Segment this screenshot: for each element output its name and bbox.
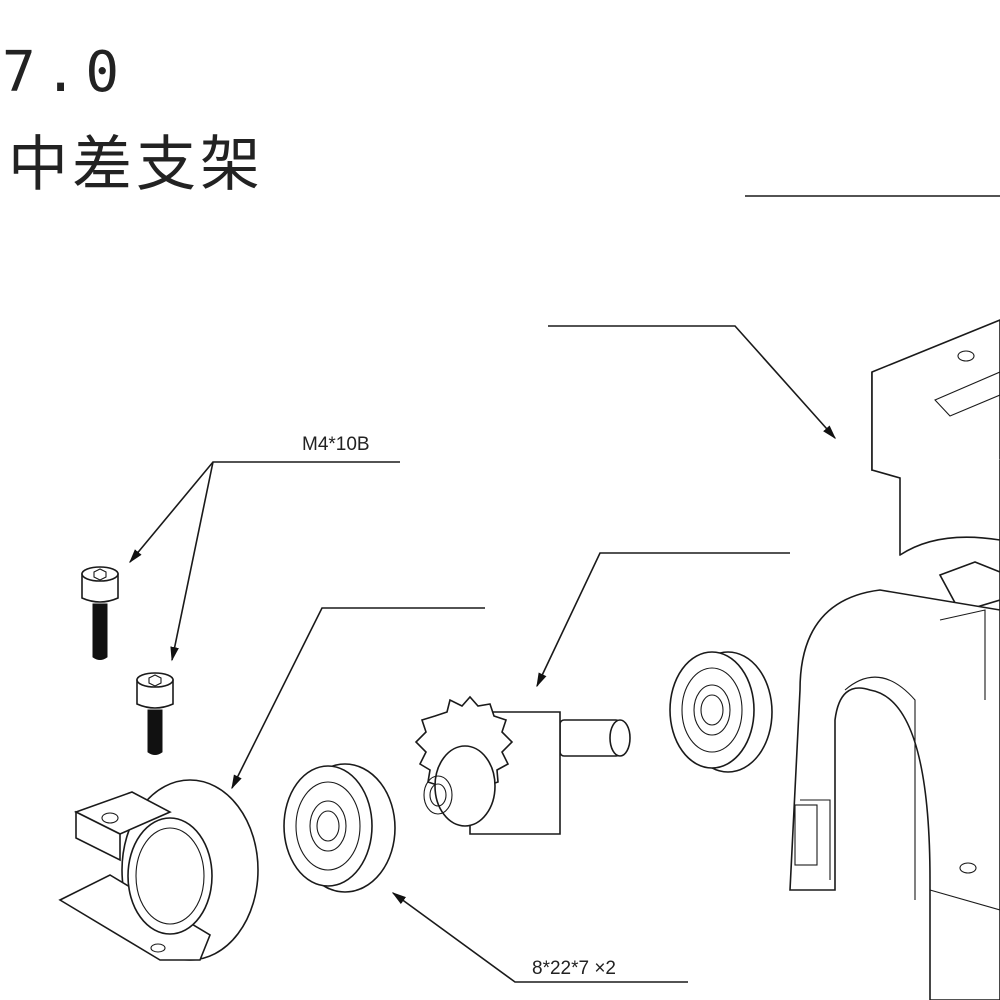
screw-bottom	[136, 672, 174, 755]
leader-bearing	[391, 892, 688, 983]
bearing-left	[283, 763, 396, 893]
screw-top	[81, 566, 119, 660]
leader-lines	[129, 195, 1000, 983]
screw-callout-label: M4*10B	[302, 434, 370, 455]
leader-screw-2	[170, 461, 214, 662]
pinion-gear	[414, 695, 631, 835]
center-diff-mount	[789, 319, 1000, 1000]
bearing-right	[669, 651, 773, 773]
leader-gear	[536, 552, 790, 688]
bearing-holder	[58, 779, 259, 961]
leader-bearing-holder	[231, 607, 485, 790]
section-number: 7.0	[2, 40, 128, 105]
bearing-callout-label: 8*22*7 ×2	[532, 958, 616, 979]
leader-screw-1	[129, 461, 400, 564]
section-title: 中差支架	[8, 130, 264, 200]
leader-main-bracket	[548, 325, 836, 440]
